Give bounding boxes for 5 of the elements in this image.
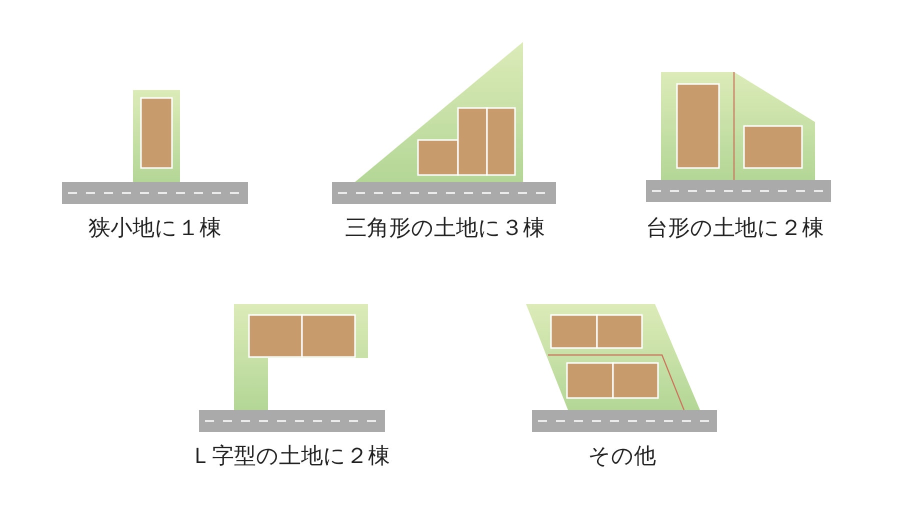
caption: Ｌ字型の土地に２棟 — [190, 444, 390, 470]
caption: その他 — [588, 444, 656, 470]
caption: 三角形の土地に３棟 — [345, 216, 545, 242]
caption: 狭小地に１棟 — [88, 216, 222, 242]
caption: 台形の土地に２棟 — [646, 216, 824, 242]
